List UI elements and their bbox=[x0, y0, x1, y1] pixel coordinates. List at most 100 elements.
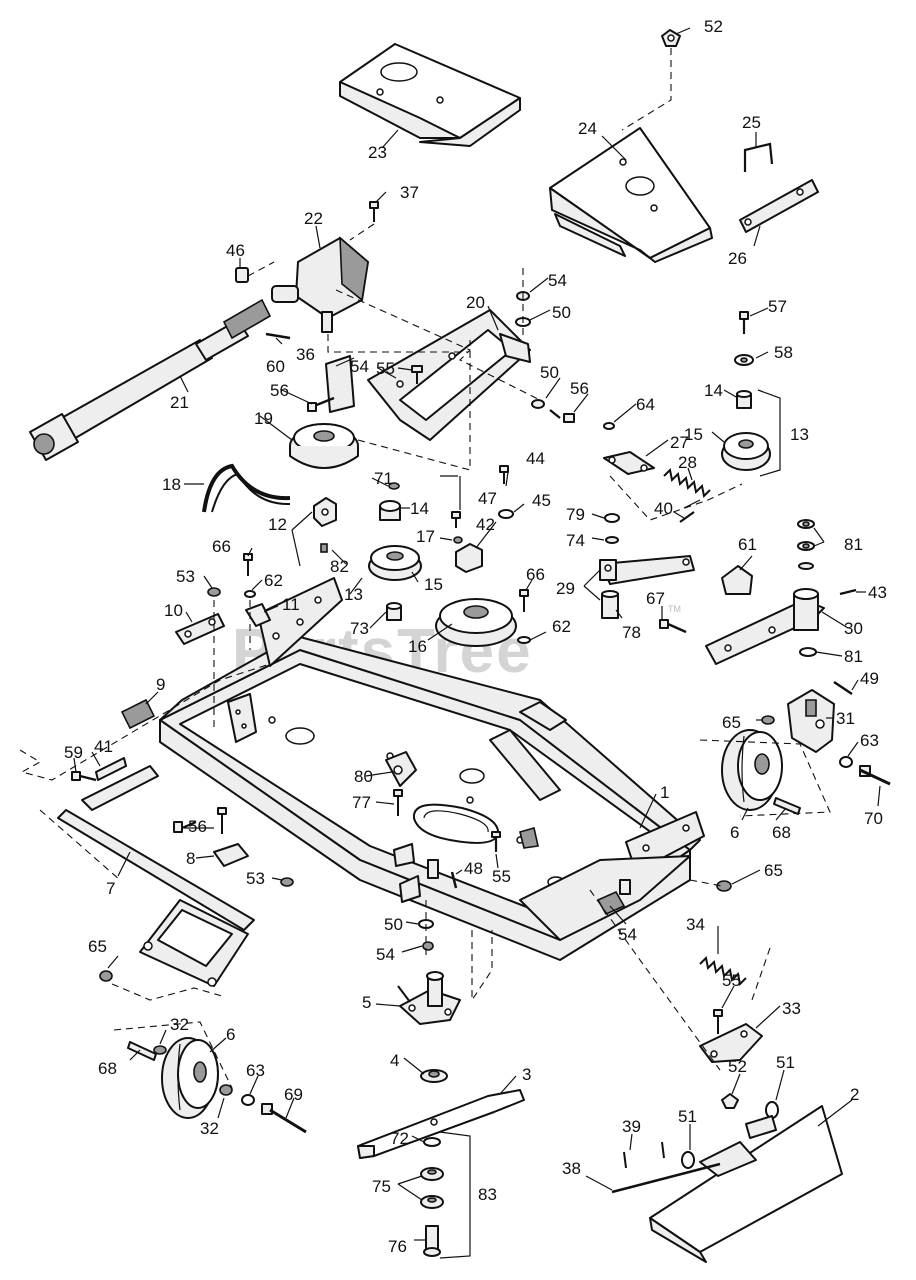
bracket-11 bbox=[245, 603, 271, 627]
spacer-68-right bbox=[773, 797, 801, 815]
callout-1: 1 bbox=[660, 783, 669, 802]
front-bracket-left bbox=[227, 693, 257, 743]
callout-13: 13 bbox=[344, 585, 363, 604]
callout-69: 69 bbox=[284, 1085, 303, 1104]
callout-37: 37 bbox=[400, 183, 419, 202]
discharge-chute-2 bbox=[649, 1105, 843, 1263]
callout-45: 45 bbox=[532, 491, 551, 510]
callout-82: 82 bbox=[330, 557, 349, 576]
bolt-56-right bbox=[549, 409, 575, 423]
callout-50: 50 bbox=[552, 303, 571, 322]
callout-30: 30 bbox=[844, 619, 863, 638]
drive-shaft-21 bbox=[29, 298, 272, 461]
bolt-55-mid bbox=[491, 831, 501, 852]
bolt-59 bbox=[71, 771, 97, 782]
nut-65-left bbox=[99, 970, 113, 982]
nut-65-right bbox=[761, 715, 775, 725]
side-skirt-right bbox=[489, 729, 561, 801]
spindle-assembly-5 bbox=[399, 971, 461, 1025]
callout-66: 66 bbox=[212, 537, 231, 556]
callout-6: 6 bbox=[730, 823, 739, 842]
nut-54-bottom bbox=[422, 941, 434, 951]
callout-61: 61 bbox=[738, 535, 757, 554]
callout-52: 52 bbox=[704, 17, 723, 36]
bushing-32-top bbox=[153, 1045, 167, 1055]
callout-42: 42 bbox=[476, 515, 495, 534]
link-41 bbox=[95, 757, 127, 781]
callout-19: 19 bbox=[254, 409, 273, 428]
callout-14: 14 bbox=[704, 381, 723, 400]
callout-29: 29 bbox=[556, 579, 575, 598]
callout-56: 56 bbox=[188, 817, 207, 836]
spindle-bolt-5 bbox=[397, 985, 411, 1003]
callout-27: 27 bbox=[670, 433, 689, 452]
spacer-14-mid bbox=[379, 500, 401, 521]
callout-72: 72 bbox=[390, 1129, 409, 1148]
callout-leaders bbox=[73, 27, 881, 1241]
washer-62-center bbox=[517, 636, 531, 644]
nut-53-top bbox=[207, 587, 221, 597]
callout-41: 41 bbox=[94, 737, 113, 756]
bushing-32-bottom bbox=[219, 1084, 233, 1096]
callout-43: 43 bbox=[868, 583, 887, 602]
caster-arm-30 bbox=[705, 588, 825, 665]
callout-numbers: 52 24 25 26 23 37 22 46 21 60 36 54 55 2… bbox=[64, 17, 887, 1256]
callout-64: 64 bbox=[636, 395, 655, 414]
hinge-rod-38 bbox=[611, 1162, 721, 1194]
washer-62-left bbox=[244, 590, 256, 598]
callout-31: 31 bbox=[836, 709, 855, 728]
washer-63-right bbox=[839, 756, 853, 768]
key-46 bbox=[235, 267, 249, 283]
spacer-68-left bbox=[127, 1041, 157, 1061]
callout-54: 54 bbox=[350, 357, 369, 376]
callout-34: 34 bbox=[686, 915, 705, 934]
callout-65: 65 bbox=[88, 937, 107, 956]
bracket-10 bbox=[175, 613, 225, 645]
callout-5: 5 bbox=[362, 993, 371, 1012]
spacer-73 bbox=[386, 602, 402, 621]
callout-17: 17 bbox=[416, 527, 435, 546]
washer-71 bbox=[388, 482, 400, 490]
callout-39: 39 bbox=[622, 1117, 641, 1136]
callout-23: 23 bbox=[368, 143, 387, 162]
callout-68: 68 bbox=[98, 1059, 117, 1078]
washer-79 bbox=[604, 513, 620, 523]
fitting-54-right bbox=[596, 879, 631, 916]
callout-73: 73 bbox=[350, 619, 369, 638]
idler-arm-29 bbox=[599, 555, 695, 585]
callout-22: 22 bbox=[304, 209, 323, 228]
callout-15: 15 bbox=[424, 575, 443, 594]
wing-nut-52-top bbox=[661, 29, 681, 47]
spindle-pulley-16 bbox=[435, 598, 517, 647]
spring-34 bbox=[699, 955, 747, 987]
callout-50: 50 bbox=[384, 915, 403, 934]
callout-58: 58 bbox=[774, 343, 793, 362]
callout-21: 21 bbox=[170, 393, 189, 412]
bolt-56-left bbox=[307, 396, 335, 412]
callout-7: 7 bbox=[106, 879, 115, 898]
callout-80: 80 bbox=[354, 767, 373, 786]
washer-81-bottom bbox=[799, 647, 817, 657]
washer-64 bbox=[603, 422, 615, 430]
bushing-78 bbox=[601, 590, 619, 619]
callout-47: 47 bbox=[478, 489, 497, 508]
v-belt-18 bbox=[202, 463, 291, 513]
nut-17 bbox=[453, 536, 463, 544]
bracket-61 bbox=[721, 565, 753, 595]
callout-60: 60 bbox=[266, 357, 285, 376]
callout-81: 81 bbox=[844, 647, 863, 666]
bracket-80 bbox=[385, 751, 417, 787]
callout-59: 59 bbox=[64, 743, 83, 762]
gearbox-22 bbox=[271, 236, 369, 333]
lift-bracket-7 bbox=[139, 899, 249, 987]
callout-55: 55 bbox=[722, 971, 741, 990]
lift-bar-7 bbox=[57, 809, 255, 931]
callout-71: 71 bbox=[374, 469, 393, 488]
callout-52: 52 bbox=[728, 1057, 747, 1076]
blade-3 bbox=[357, 1089, 525, 1159]
callout-66: 66 bbox=[526, 565, 545, 584]
bolt-55-top bbox=[411, 365, 423, 384]
mower-deck-1 bbox=[159, 635, 701, 961]
callout-4: 4 bbox=[390, 1051, 399, 1070]
